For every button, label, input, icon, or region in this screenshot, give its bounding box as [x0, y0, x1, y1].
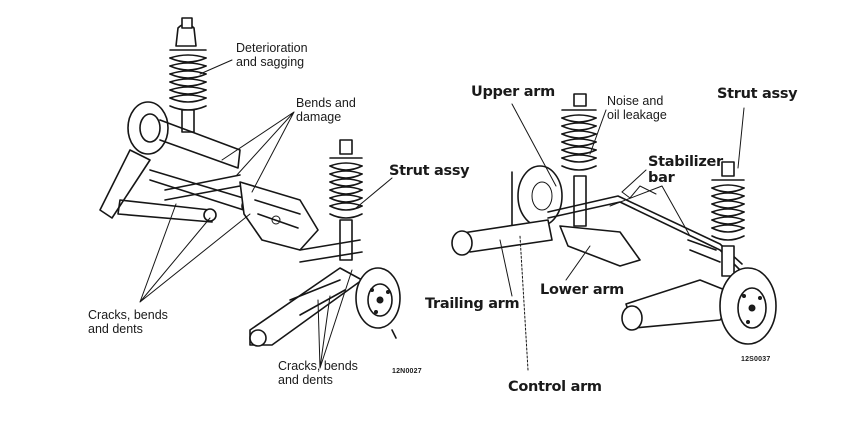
right-brake-drum [719, 267, 777, 345]
left-leader-lines [139, 59, 393, 369]
left-lower-arm [249, 239, 363, 347]
left-coil-spring [169, 17, 207, 133]
right-strut-right [711, 161, 745, 277]
left-upper-links [117, 169, 255, 223]
right-suspension-drawing [451, 93, 777, 371]
left-strut-assy-drawing [329, 139, 363, 261]
label-trailing-arm: Trailing arm [425, 296, 520, 312]
left-knuckle [99, 101, 241, 219]
left-brake-drum [355, 267, 401, 339]
label-lower-arm: Lower arm [540, 282, 624, 298]
left-crossmember [239, 181, 319, 251]
label-strut-assy-left: Strut assy [389, 163, 470, 179]
label-cracks-bends-dents-left: Cracks, bends and dents [88, 308, 168, 336]
figure-code-right: 12S0037 [741, 356, 771, 363]
label-deterioration-and-sagging: Deterioration and sagging [236, 41, 308, 69]
right-trailing-arm [451, 219, 553, 256]
right-lower-arm [559, 225, 641, 267]
label-upper-arm: Upper arm [471, 84, 555, 100]
label-control-arm: Control arm [508, 379, 602, 395]
figure-code-left: 12N0027 [392, 368, 422, 375]
right-strut-left [561, 93, 597, 227]
label-strut-assy-right: Strut assy [717, 86, 798, 102]
left-suspension-drawing [99, 17, 401, 369]
label-stabilizer-bar: Stabilizer bar [648, 154, 723, 186]
label-bends-and-damage: Bends and damage [296, 96, 356, 124]
label-cracks-bends-dents-bottom: Cracks, bends and dents [278, 359, 358, 387]
label-noise-and-oil-leakage: Noise and oil leakage [607, 94, 667, 122]
right-leader-lines [499, 103, 745, 371]
